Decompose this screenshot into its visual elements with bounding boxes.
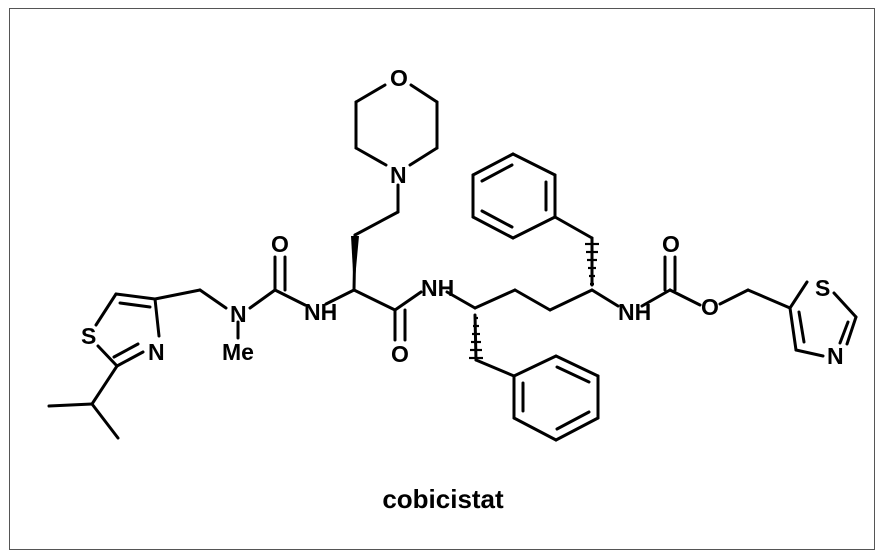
- atom-label-n: N: [230, 301, 247, 327]
- bond-left-thiazole: [96, 344, 119, 368]
- wedge-bond: [351, 236, 359, 290]
- bond-benzene-lower: [554, 354, 600, 378]
- bond-chain: [198, 288, 228, 310]
- bond-benzyl-lower: [474, 358, 516, 378]
- bond-benzene-upper: [511, 152, 557, 177]
- bond-right-thiazole: [788, 280, 809, 310]
- atom-label-n: N: [148, 339, 165, 365]
- atom-label-o: O: [271, 231, 289, 257]
- molecule-name: cobicistat: [382, 484, 504, 514]
- bond-right-thiazole: [797, 310, 806, 344]
- bond-left-thiazole: [153, 297, 161, 338]
- hash-bond-lower: [469, 316, 483, 360]
- bond-benzene-lower: [512, 416, 558, 442]
- bond-benzene-lower: [555, 410, 591, 431]
- bond-left-thiazole: [114, 292, 157, 301]
- bond-chain: [718, 288, 750, 306]
- atom-label-n: N: [827, 343, 844, 369]
- bond-benzene-lower: [554, 416, 600, 442]
- atom-label-n: N: [390, 162, 407, 188]
- atom-label-s: S: [815, 275, 830, 301]
- bond-morpholine: [354, 146, 388, 167]
- bond-chain: [393, 290, 423, 312]
- bond-benzene-lower: [555, 365, 591, 384]
- bond-benzene-upper: [480, 209, 514, 229]
- bond-chain: [273, 288, 307, 307]
- atom-label-o: O: [662, 231, 680, 257]
- bond-chain: [324, 288, 356, 306]
- bond-left-thiazole: [115, 350, 145, 368]
- bond-chain: [445, 290, 477, 310]
- figure-frame: [9, 8, 875, 550]
- bond-right-thiazole: [838, 320, 850, 345]
- atom-label-methyl: Me: [222, 339, 254, 365]
- bond-benzyl-lower: [473, 313, 478, 362]
- bond-chain: [352, 288, 397, 312]
- bond-chain: [513, 288, 552, 312]
- bond-right-thiazole: [845, 315, 858, 346]
- bond-left-thiazole: [112, 342, 140, 359]
- bond-benzene-upper: [511, 215, 557, 240]
- atom-label-o: O: [391, 341, 409, 367]
- hash-bond-upper: [585, 242, 599, 286]
- bond-sidechain: [353, 210, 400, 237]
- bond-benzene-upper: [480, 163, 514, 183]
- bond-chain: [473, 288, 517, 310]
- atom-label-o: O: [390, 65, 408, 91]
- bond-isopropyl: [90, 402, 120, 440]
- atom-label-nh: NH: [421, 275, 454, 301]
- bond-chain: [590, 288, 620, 308]
- bond-left-thiazole: [94, 292, 118, 327]
- bond-benzene-upper: [471, 152, 515, 177]
- bond-right-thiazole: [794, 348, 825, 358]
- bond-isopropyl: [90, 364, 119, 406]
- bond-morpholine: [408, 146, 439, 167]
- bond-morpholine: [354, 83, 387, 104]
- bond-left-thiazole: [118, 301, 152, 309]
- bond-right-thiazole: [788, 306, 798, 352]
- atom-label-nh: NH: [618, 299, 651, 325]
- bond-chain: [668, 288, 702, 307]
- bond-chain: [153, 288, 202, 301]
- bond-isopropyl: [47, 402, 94, 408]
- bond-benzyl-upper: [553, 215, 594, 240]
- bond-benzene-upper: [471, 215, 515, 240]
- bond-chain: [746, 288, 792, 310]
- bond-right-thiazole: [832, 291, 858, 319]
- bond-chain: [248, 288, 277, 310]
- bond-benzene-lower: [512, 354, 558, 378]
- atom-label-o: O: [701, 294, 719, 320]
- atom-label-nh: NH: [304, 299, 337, 325]
- bond-chain: [548, 288, 594, 312]
- atom-label-s: S: [81, 323, 96, 349]
- bond-chain: [640, 288, 672, 308]
- bond-morpholine: [409, 83, 439, 104]
